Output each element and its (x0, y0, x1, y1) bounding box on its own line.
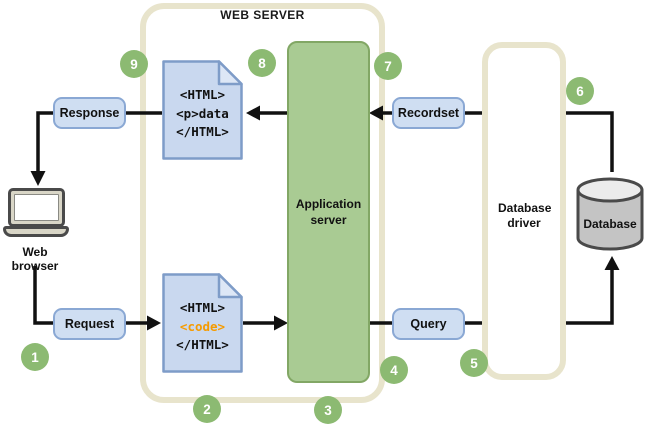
arrowhead-left-to-response-doc (246, 105, 260, 121)
response-box: Response (53, 97, 126, 129)
code-line: <HTML> (179, 300, 226, 315)
step-circle-2: 2 (193, 395, 221, 423)
application-server-box: Application server (287, 41, 370, 383)
code-line: </HTML> (176, 124, 229, 139)
document-shape (162, 273, 243, 373)
arrowhead-up-to-database (604, 256, 620, 270)
request-box: Request (53, 308, 126, 340)
step-circle-4: 4 (380, 356, 408, 384)
laptop-screen-display (14, 194, 59, 221)
request-document-code: <HTML> <code> </HTML> (162, 299, 243, 355)
database-driver-container: Database driver (482, 42, 566, 380)
query-box: Query (392, 308, 465, 340)
arrowhead-right-to-app-server (274, 315, 288, 331)
response-document-code: <HTML> <p>data </HTML> (162, 86, 243, 142)
web-server-title: WEB SERVER (220, 8, 305, 22)
step-circle-8: 8 (248, 49, 276, 77)
step-circle-6: 6 (566, 77, 594, 105)
laptop-screen (8, 188, 65, 227)
database-label: Database (583, 217, 637, 231)
step-circle-5: 5 (460, 349, 488, 377)
database-icon: Database (574, 174, 645, 254)
application-server-label: Application server (295, 197, 362, 227)
step-circle-7: 7 (374, 52, 402, 80)
step-circle-3: 3 (314, 396, 342, 424)
database-driver-label: Database driver (498, 201, 552, 230)
request-document-icon: <HTML> <code> </HTML> (162, 273, 243, 373)
database-cylinder (576, 177, 644, 251)
arrowhead-right-to-request-doc (147, 315, 161, 331)
step-circle-1: 1 (21, 343, 49, 371)
response-document-icon: <HTML> <p>data </HTML> (162, 60, 243, 160)
step-circle-9: 9 (120, 50, 148, 78)
code-line-highlighted: <code> (179, 318, 226, 334)
laptop-base (3, 226, 69, 237)
recordset-box: Recordset (392, 97, 465, 129)
code-line: <HTML> (179, 87, 226, 102)
laptop-icon (0, 186, 70, 238)
document-shape (162, 60, 243, 160)
arrowhead-left-to-app-server (369, 105, 383, 121)
web-server-container (140, 3, 385, 403)
arrowhead-down-to-browser (30, 171, 46, 186)
code-line: </HTML> (176, 337, 229, 352)
code-line: <p>data (176, 105, 229, 121)
web-browser-label: Web browser (11, 245, 59, 273)
